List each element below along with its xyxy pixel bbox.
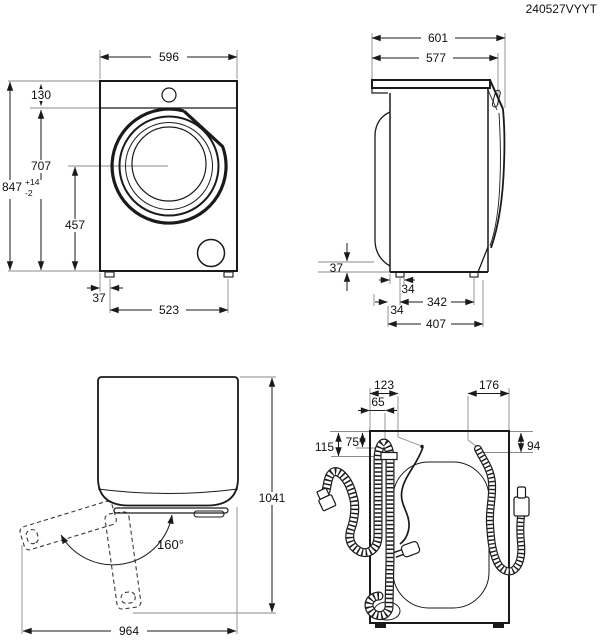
front-view: 596 130 707 847 +14 -2 457 37 523 xyxy=(0,50,238,317)
dim-side-front-foot-inset: 34 xyxy=(390,303,404,317)
door-swing-arc xyxy=(60,514,174,566)
dim-front-feet-span: 523 xyxy=(159,303,179,317)
power-plug xyxy=(393,541,421,558)
drain-hose xyxy=(316,438,401,621)
dim-rear-inlet-offset-right: 176 xyxy=(479,378,499,392)
dim-rear-drain-clip-drop: 115 xyxy=(315,440,334,454)
door-inner-ring xyxy=(125,122,213,210)
rear-view: 123 65 176 115 75 94 xyxy=(315,378,541,628)
front-machine-outline xyxy=(99,80,238,278)
power-cord xyxy=(393,446,424,558)
door-open-160-dashed xyxy=(19,500,117,551)
side-rear-foot xyxy=(395,271,405,278)
dim-front-panel-height: 130 xyxy=(31,88,51,102)
rear-left-foot xyxy=(375,623,386,628)
door-open-view: 1041 160° 964 xyxy=(19,376,291,638)
inlet-hose-end-fitting xyxy=(513,486,530,517)
side-view: 601 577 37 34 342 34 407 xyxy=(318,31,506,331)
rear-panel-curve xyxy=(374,111,391,267)
dim-rear-drain-offset-inner: 65 xyxy=(371,395,385,409)
document-code: 240527VYYT xyxy=(526,2,598,16)
rear-extension-lines xyxy=(330,388,533,457)
door-outer-ring xyxy=(110,107,228,225)
dim-front-foot-inset: 37 xyxy=(92,291,106,305)
dim-front-height-tol-minus: -2 xyxy=(25,188,33,198)
dim-front-total-height: 847 xyxy=(2,180,22,194)
dim-side-plinth-height: 37 xyxy=(330,261,344,275)
front-right-foot xyxy=(223,271,234,278)
door-middle-ring xyxy=(118,115,220,217)
door-glass xyxy=(131,126,207,202)
dim-side-feet-outer-span: 407 xyxy=(426,317,446,331)
drain-hose-end-fitting xyxy=(316,487,337,512)
detergent-drawer-knob xyxy=(161,87,177,103)
dim-front-width: 596 xyxy=(159,50,179,64)
closed-door-edge xyxy=(113,507,229,514)
side-machine-outline xyxy=(371,79,506,278)
door-dimension-lines xyxy=(22,377,276,635)
inlet-hose xyxy=(474,445,530,576)
dim-side-depth-total: 601 xyxy=(428,31,448,45)
door-open-90-dashed xyxy=(104,511,142,610)
rear-dimension-lines xyxy=(335,390,525,457)
dim-depth-door-open: 1041 xyxy=(259,491,286,505)
dim-rear-inlet-drop: 94 xyxy=(527,439,541,453)
rear-right-foot xyxy=(493,623,504,628)
dim-rear-drain-offset-left: 123 xyxy=(374,378,394,392)
dim-front-door-center-height: 457 xyxy=(65,218,85,232)
dim-opening-angle: 160° xyxy=(157,537,184,552)
dim-front-panel-to-bottom: 707 xyxy=(31,159,51,173)
worktop xyxy=(371,79,491,89)
dim-side-depth-body: 577 xyxy=(426,51,446,65)
dim-rear-drain-bend-drop: 75 xyxy=(346,435,360,449)
drain-hose-clip xyxy=(380,451,398,461)
door-bulge-side xyxy=(490,108,506,249)
dim-front-height-tol-plus: +14 xyxy=(25,177,40,187)
top-view-machine-outline xyxy=(97,376,239,518)
dim-side-feet-span: 342 xyxy=(427,295,447,309)
door-handle-side xyxy=(491,89,501,108)
door-extension-lines xyxy=(21,376,276,634)
side-front-foot xyxy=(469,271,479,278)
dim-side-rear-foot-inset: 34 xyxy=(401,282,415,296)
door-handle-top xyxy=(193,510,225,518)
dim-width-door-open: 964 xyxy=(119,624,139,638)
filter-door xyxy=(196,238,226,268)
front-left-foot xyxy=(104,271,115,278)
